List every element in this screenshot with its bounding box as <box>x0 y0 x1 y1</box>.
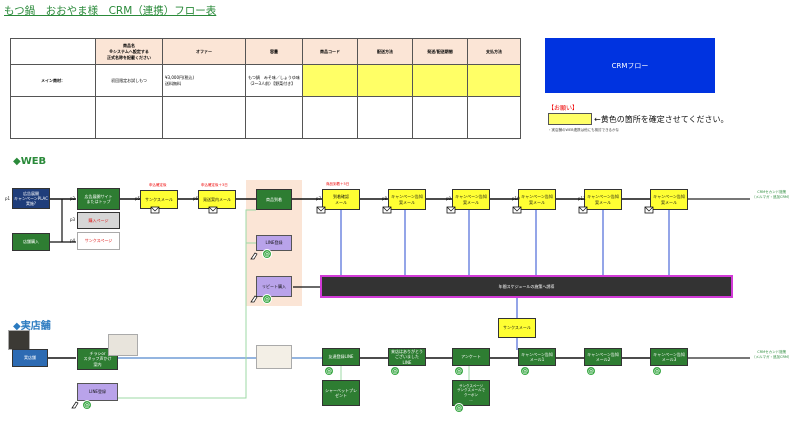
table-cell <box>412 96 468 139</box>
node-line-friend[interactable]: 友達登録LINE <box>322 348 360 366</box>
section-store: ◆実店舗 <box>13 321 51 332</box>
mail-hand-icon <box>512 206 522 214</box>
table-cell <box>10 96 96 139</box>
line-icon: @ <box>324 366 334 376</box>
table-cell <box>245 96 303 139</box>
node-shipping-mail[interactable]: 発送案内メール <box>198 190 236 209</box>
table-cell[interactable]: 初回限定お試しもつ <box>95 64 163 97</box>
table-cell <box>95 96 163 139</box>
page-label: p11 <box>578 196 586 201</box>
line-icon: @ <box>652 366 662 376</box>
node-chirashi[interactable]: チラシor スタッフ声かけ 案内 <box>77 348 118 370</box>
page-label: p1 <box>5 196 11 201</box>
node-thanks-mail-2[interactable]: サンクスメール <box>498 318 536 338</box>
page-label: p6 <box>193 196 199 201</box>
table-header: 発送/配送期間 <box>412 38 468 65</box>
mail-hand-icon <box>150 206 160 214</box>
line-icon: @ <box>520 366 530 376</box>
hand-icon <box>250 295 258 303</box>
node-product-arrival[interactable]: 商品到着 <box>256 189 292 210</box>
note-text: ←黄色の箇所を確定させてください。 <box>594 115 729 124</box>
page-title: もつ鍋 おおやま様 CRM（連携）フロー表 <box>4 5 217 17</box>
node-store-visit[interactable]: 実店舗 <box>12 349 48 367</box>
table-cell-pending[interactable] <box>412 64 468 97</box>
node-campaign-line[interactable]: キャンペーン告知 メール2 <box>584 348 622 366</box>
mail-hand-icon <box>644 206 654 214</box>
store-end-label: CRMセカンド施策 （メルマガ・追加CRM） <box>752 350 792 359</box>
node-campaign-line[interactable]: キャンペーン告知 メール1 <box>518 348 556 366</box>
page-label: p7 <box>316 196 322 201</box>
page-label: p5 <box>135 196 141 201</box>
node-campaign-mail[interactable]: キャンペーン告知 案メール <box>584 189 622 210</box>
table-cell <box>467 96 521 139</box>
table-header: オファー <box>162 38 246 65</box>
page-label: p2 <box>70 196 76 201</box>
node-campaign-mail[interactable]: キャンペーン告知 案メール <box>650 189 688 210</box>
node-survey[interactable]: アンケート <box>452 348 490 366</box>
node-campaign-mail[interactable]: キャンペーン告知 案メール <box>518 189 556 210</box>
line-icon: @ <box>82 400 92 410</box>
mail-hand-icon <box>446 206 456 214</box>
node-ad[interactable]: 広告展開 キャンペーンPLAC実施? <box>12 188 50 209</box>
page-label: p4 <box>70 238 76 243</box>
page-label: p10 <box>512 196 520 201</box>
table-header: 商品コード <box>302 38 358 65</box>
table-cell <box>302 96 358 139</box>
hand-icon <box>71 401 79 409</box>
mail-hand-icon <box>208 206 218 214</box>
section-web: ◆WEB <box>13 156 47 167</box>
node-campaign-mail[interactable]: キャンペーン告知 案メール <box>452 189 490 210</box>
node-store-purchase[interactable]: 店舗購入 <box>12 233 50 251</box>
node-campaign-line[interactable]: キャンペーン告知 メール3 <box>650 348 688 366</box>
product-spec-table: 商品名 ※システムへ設定する 正式名称を記載ください オファー 容量 商品コード… <box>10 38 521 139</box>
table-header: 支払方法 <box>467 38 521 65</box>
mail-hand-icon <box>382 206 392 214</box>
node-repeat-purchase[interactable]: リピート購入 <box>256 276 292 297</box>
timing-label: 申込確定後 <box>149 183 167 187</box>
store-photo <box>8 330 30 350</box>
node-annual-schedule[interactable]: 年間スケジュールの施策へ誘導 <box>320 275 733 298</box>
timing-label: 商品到着＋5日 <box>326 182 350 186</box>
page-label: p3 <box>70 217 76 222</box>
node-campaign-mail[interactable]: キャンペーン告知 案メール <box>388 189 426 210</box>
product-photo <box>256 345 292 369</box>
node-store-line-register[interactable]: LINE登録 <box>77 383 118 401</box>
table-cell[interactable]: もつ鍋 みそ味／しょうゆ味 （2〜3人前）【野菜付き】 <box>245 64 303 97</box>
node-thanks-line[interactable]: 来店はありがとう ございました LINE <box>388 348 426 366</box>
hand-icon <box>250 252 258 260</box>
timing-label: 申込確定後＋3日 <box>201 183 228 187</box>
node-thanks-page[interactable]: サンクスページ <box>77 232 120 250</box>
page-label: p8 <box>382 196 388 201</box>
node-lp-top[interactable]: 広告展開サイト またはトップ <box>77 188 120 210</box>
crm-flow-button[interactable]: CRMフロー <box>545 38 715 93</box>
page-label: p9 <box>446 196 452 201</box>
line-icon: @ <box>454 403 464 413</box>
mail-hand-icon <box>578 206 588 214</box>
mail-hand-icon <box>316 206 326 214</box>
line-icon: @ <box>262 294 272 304</box>
note-small: ・実店舗のWEB連携は他にも検討できるかな <box>548 128 620 132</box>
node-shared-present[interactable]: シャーベットプレ ゼント <box>322 380 360 406</box>
table-cell-pending[interactable] <box>302 64 358 97</box>
table-cell[interactable]: ¥3,000円(税込) 送料無料 <box>162 64 246 97</box>
table-header: 配送方法 <box>357 38 413 65</box>
node-order-page[interactable]: 購入ページ <box>77 212 120 229</box>
note-yellow-swatch <box>548 113 592 125</box>
note-title: 【お願い】 <box>548 105 579 112</box>
table-cell <box>162 96 246 139</box>
node-line-register[interactable]: LINE登録 <box>256 235 292 251</box>
table-cell-pending[interactable] <box>357 64 413 97</box>
web-end-label: CRMセカンド施策 （メルマガ・追加CRM） <box>752 190 792 199</box>
node-survey-thanks[interactable]: サンクスページ サンクスメールで クーポン ... <box>452 380 490 406</box>
line-icon: @ <box>586 366 596 376</box>
line-icon: @ <box>262 249 272 259</box>
line-icon: @ <box>454 366 464 376</box>
line-icon: @ <box>390 366 400 376</box>
node-review-mail[interactable]: 到着確認 メール <box>322 189 360 210</box>
flyer-photo <box>108 334 138 356</box>
